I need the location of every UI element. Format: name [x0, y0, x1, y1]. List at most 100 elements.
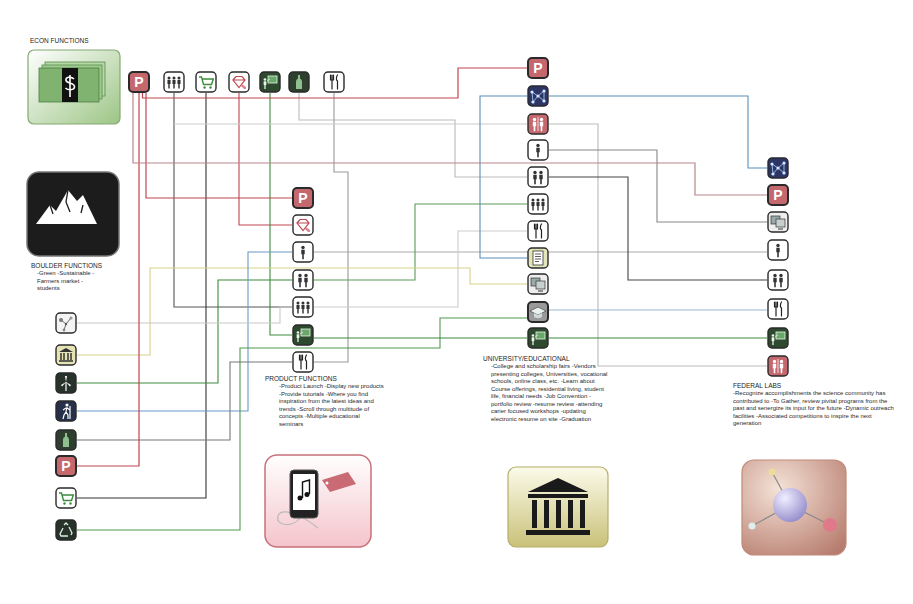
use-shape	[528, 86, 548, 106]
use-shape	[528, 194, 548, 214]
icon-letter: P	[529, 59, 547, 77]
circle-shape	[305, 492, 310, 497]
polyline-shape	[77, 252, 292, 411]
connector-line	[143, 68, 528, 98]
polyline-shape	[314, 231, 527, 307]
polyline-shape	[549, 177, 767, 280]
use-shape	[293, 297, 313, 317]
federal-label: FEDERAL LABS-Recognize accomplishments t…	[733, 382, 895, 428]
use-shape	[528, 114, 548, 134]
polyline-shape	[270, 93, 292, 335]
polyline-shape	[549, 124, 767, 366]
polyline-shape	[174, 93, 292, 307]
polyline-shape	[314, 93, 348, 362]
use-shape	[528, 167, 548, 187]
use-shape	[293, 325, 313, 345]
path-shape	[322, 472, 356, 492]
molecule-icon	[742, 460, 846, 555]
use-shape	[528, 140, 548, 160]
rect-shape	[742, 460, 846, 555]
polyline-shape	[314, 337, 527, 338]
rect-shape	[580, 500, 585, 528]
rect-shape	[544, 500, 549, 528]
use-shape	[56, 488, 76, 508]
polyline-shape	[174, 123, 527, 124]
icon-letter: P	[294, 189, 312, 207]
use-shape	[768, 212, 788, 232]
body-text: -Green -Sustainable - Farmers market -st…	[31, 270, 99, 293]
rect-shape	[568, 500, 573, 528]
polyline-shape	[77, 280, 292, 383]
circle-shape	[326, 482, 329, 485]
heading: UNIVERSITY/EDUCATIONAL	[483, 355, 611, 363]
use-shape	[293, 352, 313, 372]
use-shape	[768, 299, 788, 319]
use-shape	[768, 328, 788, 348]
rect-shape	[39, 68, 99, 102]
polyline-shape	[77, 362, 292, 440]
use-shape	[260, 72, 280, 92]
icon-letter: P	[769, 186, 787, 204]
use-shape	[56, 401, 76, 421]
rect-shape	[27, 172, 119, 256]
use-shape	[293, 270, 313, 290]
parking-icon: P	[767, 184, 789, 206]
use-shape	[768, 240, 788, 260]
rect-shape	[526, 530, 590, 535]
polyline-shape	[77, 93, 206, 498]
parking-icon: P	[128, 71, 150, 93]
use-shape	[768, 356, 788, 376]
phone-icon	[265, 455, 371, 547]
university-label: UNIVERSITY/EDUCATIONAL-College and schol…	[483, 355, 611, 423]
econ-label: ECON FUNCTIONS	[30, 37, 89, 45]
body-text: -College and scholarship fairs -Vendors …	[483, 363, 611, 423]
heading: BOULDER FUNCTIONS	[31, 262, 102, 270]
rect-shape	[265, 455, 371, 547]
rect-shape	[508, 467, 608, 547]
use-shape	[528, 248, 548, 268]
circle-shape	[298, 496, 303, 501]
circle-shape	[749, 523, 756, 530]
use-shape	[528, 302, 548, 322]
polyline-shape	[314, 204, 527, 280]
parking-icon: P	[527, 57, 549, 79]
parking-icon: P	[55, 455, 77, 477]
use-shape	[293, 215, 313, 235]
icon-letter: P	[57, 457, 75, 475]
path-shape	[528, 478, 588, 492]
use-shape	[528, 221, 548, 241]
connector-line	[77, 93, 139, 466]
use-shape	[528, 328, 548, 348]
use-shape	[768, 158, 788, 178]
polyline-shape	[480, 96, 527, 258]
use-shape	[164, 72, 184, 92]
polyline-shape	[549, 150, 767, 222]
use-shape	[56, 345, 76, 365]
wires	[77, 93, 767, 530]
polyline-shape	[549, 96, 767, 168]
rect-shape	[62, 68, 78, 102]
mountain-icon	[27, 172, 119, 256]
polyline-shape	[299, 93, 527, 177]
use-shape	[768, 270, 788, 290]
use-shape	[56, 430, 76, 450]
heading: ECON FUNCTIONS	[30, 37, 89, 45]
money-icon	[28, 50, 120, 124]
polyline-shape	[77, 307, 292, 323]
parking-icon: P	[292, 187, 314, 209]
path-shape	[752, 472, 830, 526]
use-shape	[324, 72, 344, 92]
use-shape	[196, 72, 216, 92]
temple-icon	[508, 467, 608, 547]
icon-letter: P	[130, 73, 148, 91]
rect-shape	[293, 474, 315, 510]
rect-shape	[532, 500, 537, 528]
polyline-shape	[77, 268, 527, 355]
polyline-shape	[549, 309, 767, 310]
icons	[56, 72, 788, 540]
heading: PRODUCT FUNCTIONS	[265, 375, 385, 383]
path-shape	[66, 75, 75, 97]
polyline-shape	[549, 337, 767, 338]
circle-shape	[823, 518, 837, 532]
